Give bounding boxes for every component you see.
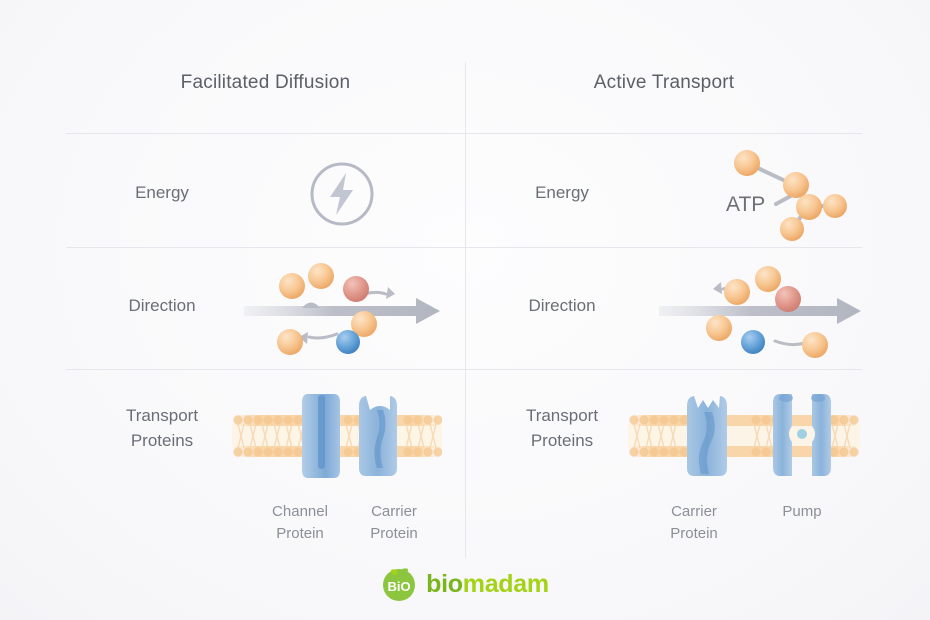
brand-bio: bio [426,569,463,598]
brand-madam: madam [462,569,549,598]
carrier-protein-shape [359,396,397,476]
pump-protein-shape [773,394,831,476]
row-label-transport-proteins-right: Transport Proteins [525,406,599,450]
carrier-protein-shape-right [687,396,727,476]
membrane-channel-carrier-icon [232,386,443,486]
row-divider-header [66,133,862,134]
caption-channel-protein: Channel Protein [272,503,328,542]
atp-molecule-icon [720,140,870,250]
row-divider-direction [66,369,862,370]
atp-label: ATP [726,193,766,216]
column-title-active-transport: Active Transport [593,72,735,93]
caption-pump: Pump [782,503,822,520]
row-label-energy-right: Energy [535,183,589,202]
gradient-arrow-against-particles-icon [655,262,870,362]
row-label-energy-left: Energy [135,183,189,202]
lightning-bolt-circle-icon [307,159,377,229]
column-divider [465,62,466,558]
bio-badge-icon: BiO [381,566,417,602]
membrane-carrier-pump-icon [628,386,860,486]
gradient-arrow-with-particles-icon [240,262,450,362]
row-label-direction-right: Direction [528,296,596,315]
column-title-facilitated-diffusion: Facilitated Diffusion [180,72,351,93]
caption-carrier-protein-left: Carrier Protein [370,503,418,542]
channel-protein-shape [302,394,340,478]
row-divider-energy [66,247,862,248]
row-label-transport-proteins-left: Transport Proteins [125,406,199,450]
row-label-direction-left: Direction [128,296,196,315]
caption-carrier-protein-right: Carrier Protein [670,503,718,542]
svg-text:BiO: BiO [388,579,411,594]
